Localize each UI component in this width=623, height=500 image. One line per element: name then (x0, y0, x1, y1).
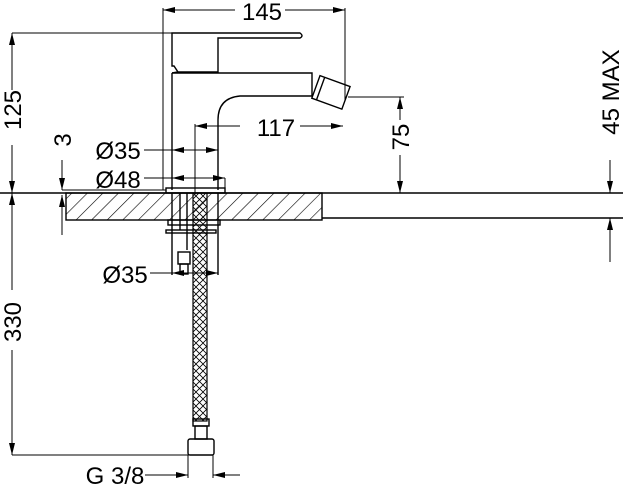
shank-and-hose (165, 192, 221, 456)
dim-label: Ø35 (95, 138, 140, 165)
countertop (0, 192, 623, 221)
faucet-body (165, 32, 351, 194)
dim-base-plate-thickness: 3 (50, 133, 166, 235)
dim-label: 75 (388, 124, 415, 151)
dim-label: Ø35 (102, 262, 147, 289)
dim-shank-nut-diameter: Ø35 (102, 262, 218, 289)
dim-label: 45 MAX (598, 49, 623, 134)
nozzle (310, 74, 351, 110)
dim-overall-height: 125 (0, 32, 172, 193)
dim-label: 117 (257, 115, 295, 142)
dim-spout-height: 75 (348, 96, 415, 193)
dim-spout-reach: 117 (194, 115, 343, 193)
dim-label: 3 (50, 133, 77, 146)
dim-label: Ø48 (95, 167, 140, 194)
dim-label: G 3/8 (86, 463, 145, 490)
dim-label: 125 (0, 90, 27, 130)
dim-base-diameter: Ø48 (95, 167, 226, 194)
dim-hose-length: 330 (0, 193, 192, 456)
dim-label: 145 (242, 0, 282, 26)
dim-body-diameter: Ø35 (95, 138, 218, 165)
dim-max-counter-thickness: 45 MAX (598, 49, 623, 262)
dim-label: 330 (0, 302, 27, 342)
dim-connection-thread: G 3/8 (86, 455, 240, 490)
dim-overall-width: 145 (162, 0, 346, 190)
